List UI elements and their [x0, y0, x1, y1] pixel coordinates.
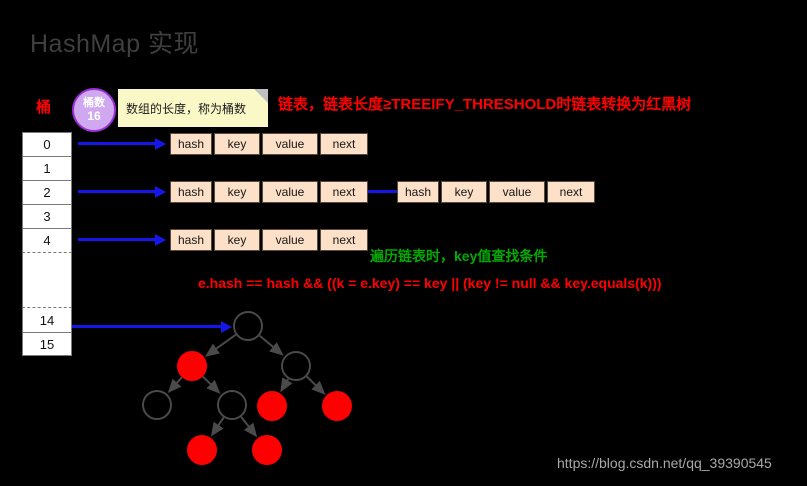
tree-node-root	[233, 311, 263, 341]
node-field-value: value	[262, 181, 318, 203]
bucket-cell-0: 0	[22, 132, 72, 156]
tree-node-n-lrl	[187, 435, 217, 465]
lookup-formula: e.hash == hash && ((k = e.key) == key ||…	[198, 275, 662, 291]
bucket-count-label: 桶数	[83, 97, 105, 109]
arrow-bucket-2	[78, 186, 166, 198]
node-field-key: key	[441, 181, 487, 203]
node-field-key: key	[214, 181, 260, 203]
bucket-note-callout: 数组的长度，称为桶数	[118, 89, 268, 127]
chain-node-b4-0: hash key value next	[170, 229, 368, 251]
watermark: https://blog.csdn.net/qq_39390545	[557, 455, 772, 471]
lookup-heading: 遍历链表时，key值查找条件	[370, 248, 548, 264]
node-field-next: next	[320, 133, 368, 155]
node-field-hash: hash	[170, 133, 212, 155]
node-field-next: next	[547, 181, 595, 203]
bucket-count-value: 16	[87, 109, 101, 123]
bucket-note-text: 数组的长度，称为桶数	[126, 102, 247, 116]
arrow-bucket-4	[78, 234, 166, 246]
tree-node-n-lrr	[252, 435, 282, 465]
note-fold-corner-icon	[254, 89, 268, 103]
node-field-hash: hash	[397, 181, 439, 203]
bucket-cell-15: 15	[22, 332, 72, 356]
node-field-next: next	[320, 181, 368, 203]
page-title: HashMap 实现	[30, 30, 199, 58]
chain-node-b0-0: hash key value next	[170, 133, 368, 155]
bucket-cell-3: 3	[22, 204, 72, 228]
node-field-hash: hash	[170, 181, 212, 203]
bucket-cell-2: 2	[22, 180, 72, 204]
node-field-hash: hash	[170, 229, 212, 251]
chain-node-b2-1: hash key value next	[397, 181, 595, 203]
tree-node-n-rr	[322, 391, 352, 421]
chain-node-b2-0: hash key value next	[170, 181, 368, 203]
tree-node-n-rl	[257, 391, 287, 421]
arrow-bucket-0	[78, 138, 166, 150]
bucket-cell-14: 14	[22, 308, 72, 332]
node-field-value: value	[262, 133, 318, 155]
node-field-value: value	[262, 229, 318, 251]
tree-node-n-lr	[217, 390, 247, 420]
node-field-value: value	[489, 181, 545, 203]
bucket-label: 桶	[36, 99, 52, 116]
tree-node-n-ll	[142, 390, 172, 420]
bucket-cell-1: 1	[22, 156, 72, 180]
tree-node-n-l	[177, 351, 207, 381]
arrow-bucket-14	[72, 321, 232, 333]
tree-node-n-r	[281, 351, 311, 381]
node-field-next: next	[320, 229, 368, 251]
node-field-key: key	[214, 133, 260, 155]
bucket-array: 0 1 2 3 4 14 15	[22, 132, 72, 356]
node-field-key: key	[214, 229, 260, 251]
bucket-cell-ellipsis	[22, 252, 72, 308]
bucket-count-badge: 桶数 16	[72, 88, 116, 132]
bucket-cell-4: 4	[22, 228, 72, 252]
linkedlist-heading: 链表，链表长度≥TREEIFY_THRESHOLD时链表转换为红黑树	[278, 96, 692, 113]
